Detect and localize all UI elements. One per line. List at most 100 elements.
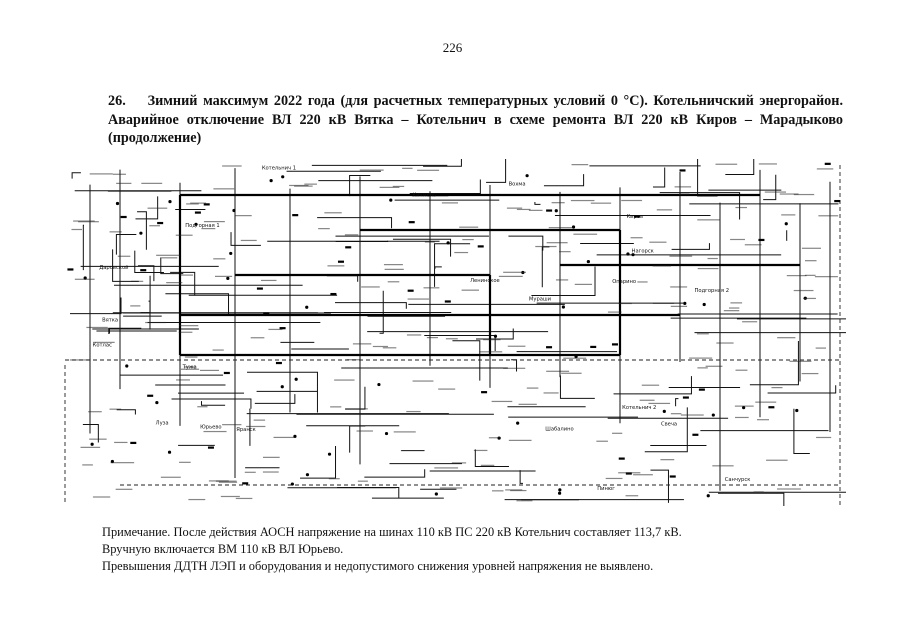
flow-tick xyxy=(93,341,115,343)
flow-tick xyxy=(328,478,340,480)
connector-line xyxy=(345,386,366,410)
flow-tick xyxy=(203,430,227,433)
flow-tick xyxy=(324,212,342,214)
connector-line xyxy=(644,407,688,453)
flow-tick xyxy=(445,338,458,340)
connector-line xyxy=(392,238,452,257)
flow-tick xyxy=(184,366,196,368)
flow-tick xyxy=(201,227,216,230)
flow-tick xyxy=(789,360,812,362)
flow-tick xyxy=(652,265,671,267)
connector-line xyxy=(725,159,755,176)
connector-line xyxy=(349,175,371,197)
flow-tick xyxy=(199,369,219,372)
flow-tick xyxy=(131,280,144,282)
flow-tick xyxy=(109,408,122,410)
substation-node xyxy=(571,225,576,229)
station-label: Тужа xyxy=(182,364,197,370)
station-label: Свеча xyxy=(661,422,677,428)
flow-tick xyxy=(330,406,342,408)
connector-line xyxy=(71,172,81,179)
station-label: Вохма xyxy=(509,182,526,188)
flow-tick xyxy=(459,226,479,228)
flow-tick xyxy=(639,399,655,401)
flow-tick xyxy=(346,359,360,361)
connector-line xyxy=(70,297,122,315)
substation-node xyxy=(706,494,710,498)
flow-tick xyxy=(92,496,111,498)
substation-node xyxy=(125,364,129,368)
connector-line xyxy=(486,159,507,183)
flow-tick xyxy=(294,185,313,187)
substation-node xyxy=(574,355,578,359)
flow-tick xyxy=(344,234,359,236)
flow-tick xyxy=(680,414,704,416)
flow-tick xyxy=(697,367,708,369)
connector-line xyxy=(452,340,481,381)
substation-node xyxy=(493,334,498,338)
station-label: Котельнич 1 xyxy=(262,166,296,172)
flow-tick xyxy=(116,182,132,184)
substation-node xyxy=(281,175,285,179)
flow-tick xyxy=(412,380,434,382)
connector-line xyxy=(335,240,389,242)
flow-tick xyxy=(392,185,405,188)
substation-node xyxy=(444,300,451,303)
flow-tick xyxy=(383,264,403,266)
flow-tick xyxy=(641,384,660,386)
flow-tick xyxy=(488,437,501,439)
flow-tick xyxy=(438,388,456,390)
substation-node xyxy=(384,431,389,436)
flow-tick xyxy=(730,302,743,304)
notes: Примечание. После действия АОСН напряжен… xyxy=(102,524,822,575)
station-label: Яранск xyxy=(236,427,255,433)
flow-tick xyxy=(175,234,193,236)
substation-node xyxy=(269,179,273,183)
substation-node xyxy=(256,287,263,290)
flow-tick xyxy=(716,342,734,344)
flow-tick xyxy=(607,311,622,313)
flow-tick xyxy=(656,209,673,211)
flow-tick xyxy=(649,241,667,243)
flow-tick xyxy=(379,186,400,188)
flow-tick xyxy=(548,227,573,229)
substation-node xyxy=(194,211,201,214)
flow-tick xyxy=(669,255,693,257)
flow-tick xyxy=(516,208,531,211)
connector-line xyxy=(767,385,837,394)
flow-tick xyxy=(334,379,355,381)
substation-node xyxy=(558,488,562,492)
connector-line xyxy=(337,487,400,498)
flow-tick xyxy=(491,400,513,403)
substation-node xyxy=(768,406,775,409)
substation-node xyxy=(546,209,553,212)
flow-tick xyxy=(461,289,479,291)
flow-tick xyxy=(356,430,373,432)
flow-tick xyxy=(222,424,242,426)
connector-line xyxy=(135,196,159,220)
connector-line xyxy=(82,224,84,271)
flow-tick xyxy=(730,238,745,241)
flow-tick xyxy=(361,286,380,288)
station-label: Мураши xyxy=(529,296,551,302)
substation-node xyxy=(330,292,337,296)
flow-tick xyxy=(555,279,569,281)
flow-tick xyxy=(289,184,309,187)
flow-tick xyxy=(89,438,107,440)
connector-line xyxy=(364,469,426,478)
connector-line xyxy=(675,398,679,407)
connector-line xyxy=(511,359,518,372)
flow-tick xyxy=(492,490,504,492)
substation-node xyxy=(130,441,137,445)
substation-node xyxy=(784,222,788,226)
flow-tick xyxy=(735,369,748,371)
station-label: Пинюг xyxy=(597,486,615,492)
substation-node xyxy=(557,491,562,495)
connector-line xyxy=(335,302,407,309)
substation-node xyxy=(115,201,120,206)
flow-tick xyxy=(357,480,368,482)
connector-line xyxy=(249,408,251,446)
flow-tick xyxy=(208,480,229,482)
substation-node xyxy=(292,214,299,217)
